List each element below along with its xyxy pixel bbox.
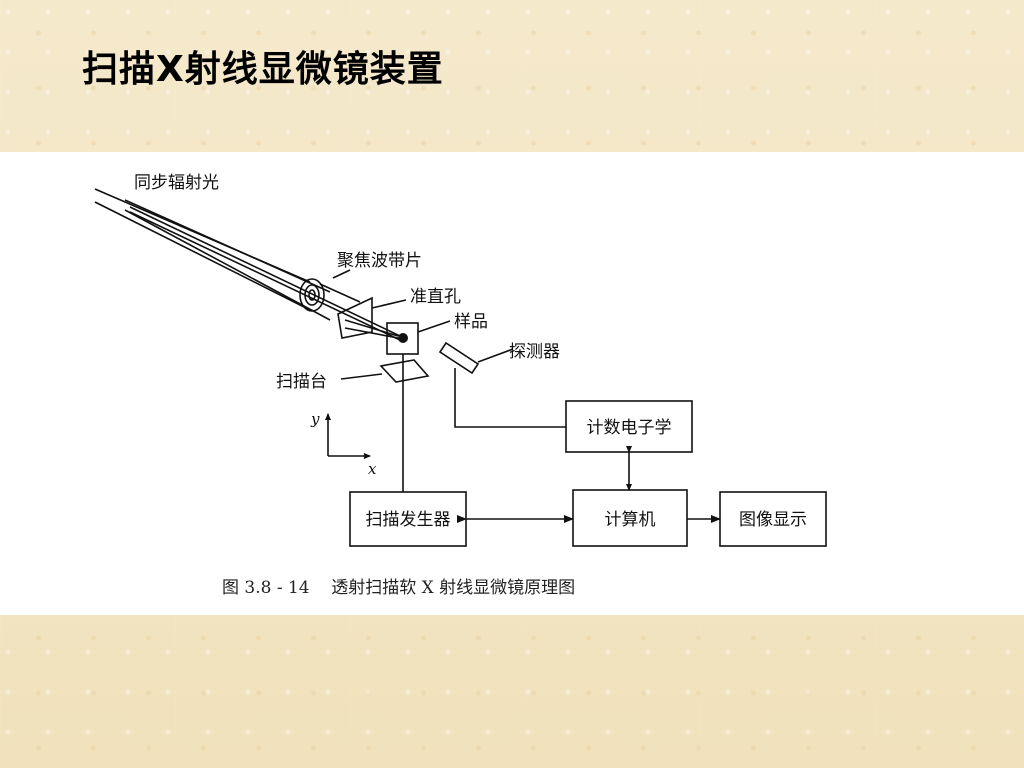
collimator-label: 准直孔 bbox=[410, 287, 461, 307]
image-display-label: 图像显示 bbox=[739, 510, 807, 530]
zone-plate-label: 聚焦波带片 bbox=[337, 251, 422, 271]
scan-stage-label: 扫描台 bbox=[276, 372, 327, 392]
zone-plate bbox=[299, 278, 325, 312]
diagram-svg: y x 计数电子学 扫描发生器 计算机 图像显示 同步辐射光 聚焦波带片 准直孔 bbox=[94, 173, 827, 598]
image-display-box: 图像显示 bbox=[719, 491, 827, 547]
collimator-leader bbox=[371, 299, 407, 309]
detector-to-counter-line bbox=[454, 368, 566, 428]
computer-box: 计算机 bbox=[572, 489, 688, 547]
sample-label: 样品 bbox=[454, 312, 488, 332]
diagram-panel: y x 计数电子学 扫描发生器 计算机 图像显示 同步辐射光 聚焦波带片 准直孔 bbox=[0, 152, 1024, 615]
axis-x-label: x bbox=[368, 460, 377, 478]
xy-axes: y x bbox=[310, 410, 377, 478]
detector-label: 探测器 bbox=[509, 342, 560, 362]
scan-stage bbox=[340, 359, 430, 383]
slide-title: 扫描X射线显微镜装置 bbox=[82, 49, 444, 90]
counting-electronics-box: 计数电子学 bbox=[565, 400, 693, 453]
axis-y-label: y bbox=[310, 410, 320, 428]
computer-label: 计算机 bbox=[605, 510, 656, 530]
scan-generator-label: 扫描发生器 bbox=[366, 510, 451, 530]
detector bbox=[438, 341, 514, 375]
synchrotron-label: 同步辐射光 bbox=[134, 173, 219, 193]
figure-caption: 图 3.8 - 14 透射扫描软 X 射线显微镜原理图 bbox=[222, 578, 575, 598]
synchrotron-beam bbox=[94, 188, 401, 341]
zone-plate-leader bbox=[332, 269, 351, 279]
collimator bbox=[337, 296, 399, 339]
scan-generator-box: 扫描发生器 bbox=[349, 491, 467, 547]
counting-electronics-label: 计数电子学 bbox=[587, 418, 672, 438]
